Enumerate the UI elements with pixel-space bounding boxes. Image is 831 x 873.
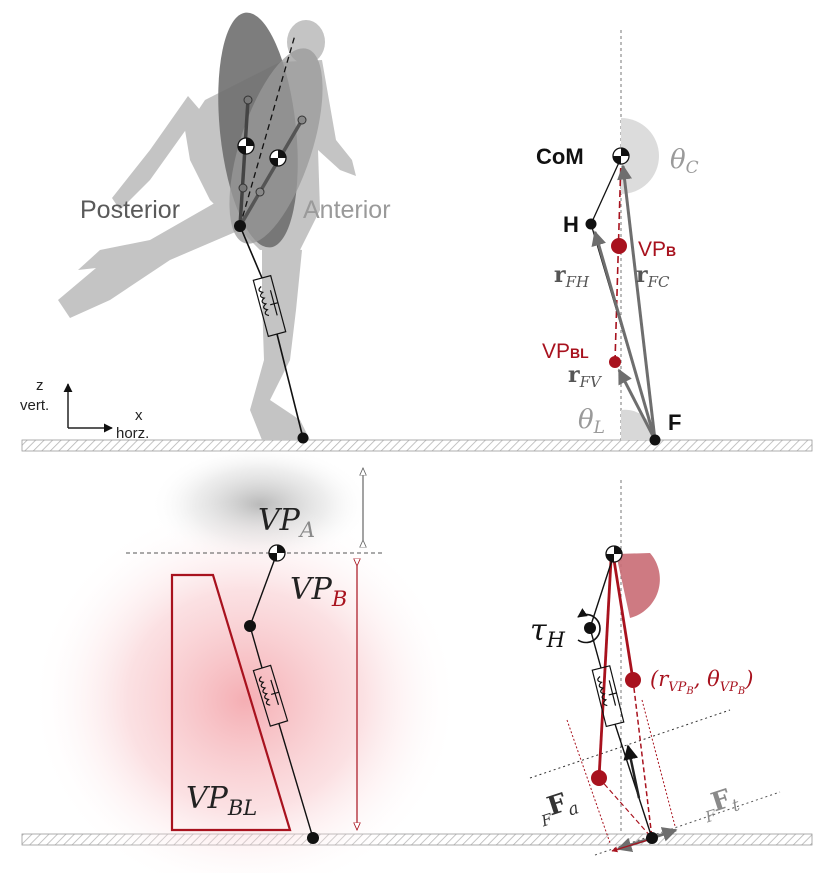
hip-joint-top-left — [234, 220, 246, 232]
vp-bl-to-foot-dashed — [598, 777, 653, 839]
vp-b-label-bottom: VPB — [290, 572, 347, 611]
posterior-lower-joint — [238, 183, 248, 193]
hip-point-bottom-right — [584, 622, 596, 634]
r-fv-label: rFV — [568, 362, 603, 391]
anterior-trunk-ellipse — [229, 48, 323, 244]
com-marker-top-right — [612, 147, 630, 165]
com-marker-anterior — [269, 149, 287, 167]
br-leg-upper — [589, 627, 602, 669]
foot-point-bottom-right — [646, 832, 658, 844]
com-marker-bottom-right — [605, 545, 623, 563]
r-fc-label: rFC — [636, 262, 670, 291]
ground-top — [21, 439, 813, 452]
vp-bl-label-bottom: VPBL — [186, 781, 257, 820]
com-label: CoM — [536, 144, 584, 169]
foot-point-bottom-left — [307, 832, 319, 844]
bl-spring-damper — [252, 664, 289, 727]
force-t-guide — [594, 791, 781, 856]
br-com-to-hip — [589, 553, 615, 629]
leg-lower — [276, 333, 304, 439]
posterior-top-joint — [243, 95, 253, 105]
theta-c-label: θC — [670, 145, 699, 178]
force-a-guide — [529, 709, 731, 779]
axis-indicator: z vert. x horz. — [20, 377, 149, 442]
force-axial-arrow — [623, 744, 641, 799]
foot-label: F — [668, 410, 681, 435]
theta-l-label: θL — [578, 405, 605, 438]
hip-point — [585, 218, 597, 230]
axis-x-label: x — [135, 407, 143, 424]
vp-bl-label-top: VPBL — [542, 340, 589, 363]
vector-r-fv — [617, 368, 657, 441]
vp-bl-point-bottom — [591, 770, 607, 786]
posterior-label: Posterior — [80, 196, 180, 224]
hip-to-com-line — [590, 157, 622, 225]
vp-bl-region — [170, 573, 292, 832]
ground-bottom — [21, 833, 813, 846]
polar-coords-label: (rVPB, θVPB) — [650, 667, 753, 697]
hip-point-bottom-left — [244, 620, 256, 632]
hip-label: H — [563, 212, 579, 237]
vector-r-fc — [617, 164, 657, 441]
com-marker-bottom-left — [268, 544, 286, 562]
br-spring-damper — [591, 665, 625, 728]
anterior-top-joint — [297, 115, 307, 125]
vp-b-point-top — [611, 238, 627, 254]
leg-upper — [239, 225, 263, 279]
com-to-vp-b-red — [612, 559, 635, 681]
vp-b-glow — [30, 500, 460, 873]
anterior-stick — [238, 119, 304, 227]
tau-h-label: τH — [530, 613, 566, 652]
vp-to-foot-dashed — [632, 679, 653, 839]
hip-to-vp-bl-red — [597, 559, 613, 779]
anterior-label: Anterior — [303, 196, 391, 224]
r-fh-label: rFH — [554, 262, 590, 291]
bl-leg-lower — [278, 723, 314, 839]
force-t-label: FFt — [697, 782, 743, 827]
axis-z-label: z — [36, 377, 44, 394]
axis-horz-label: horz. — [116, 425, 149, 442]
trunk-axis-dashed — [239, 34, 296, 227]
red-dotted-parallel-2 — [641, 699, 676, 827]
bl-com-to-hip — [249, 552, 278, 627]
theta-l-sector — [621, 409, 656, 440]
red-dotted-parallel-1 — [566, 719, 611, 844]
vp-b-label-top: VPB — [638, 238, 676, 261]
vp-bl-point-top — [609, 356, 621, 368]
axis-vert-label: vert. — [20, 397, 49, 414]
vp-b-angle-sector — [616, 553, 660, 618]
foot-point-top-right — [649, 434, 661, 446]
vp-dashed-line — [614, 157, 622, 363]
posterior-stick — [238, 99, 250, 227]
br-leg-lower — [614, 723, 653, 839]
com-marker-posterior — [237, 137, 255, 155]
force-a-label: FFa — [533, 785, 582, 831]
foot-point-top-left — [297, 432, 309, 444]
vp-b-point-bottom — [625, 672, 641, 688]
bl-leg-upper — [249, 625, 263, 669]
vector-r-fh — [591, 230, 657, 441]
anterior-lower-joint — [255, 187, 265, 197]
force-red-arrow — [611, 839, 649, 853]
vp-a-label: VPA — [258, 503, 315, 542]
torque-arc-arrow — [577, 608, 601, 644]
